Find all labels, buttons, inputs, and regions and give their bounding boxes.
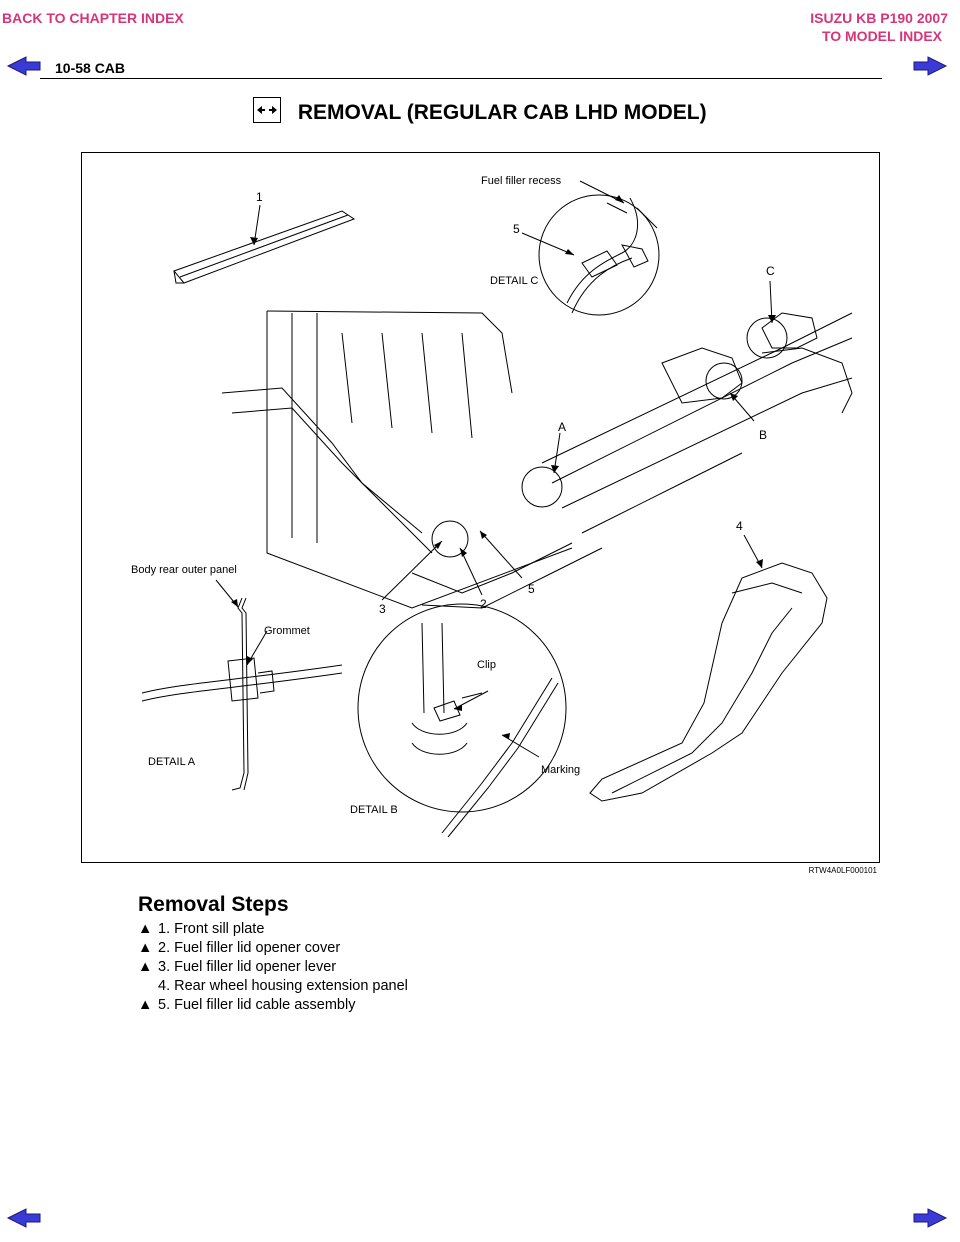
removal-illustration: Fuel filler recess 5 DETAIL C 1 C B A 4 … [81, 152, 880, 863]
detail-a-drawing [141, 597, 343, 791]
step-item: ▲ 1. Front sill plate [138, 921, 264, 937]
step-text: 5. Fuel filler lid cable assembly [158, 997, 356, 1013]
marking-label: Marking [541, 764, 580, 776]
cab-body-drawing [221, 310, 853, 609]
detail-b-label: DETAIL B [350, 804, 398, 816]
step-text: 1. Front sill plate [158, 921, 265, 937]
triangle-marker-icon: ▲ [138, 959, 153, 975]
callout-b: B [759, 428, 767, 442]
callout-4: 4 [736, 519, 743, 533]
triangle-marker-icon: ▲ [138, 921, 153, 937]
body-rear-outer-panel-label: Body rear outer panel [131, 564, 237, 576]
triangle-marker-icon: ▲ [138, 940, 153, 956]
step-text: 2. Fuel filler lid opener cover [158, 940, 341, 956]
section-title-text: REMOVAL (REGULAR CAB LHD MODEL) [297, 101, 707, 124]
leader-arrowheads [231, 195, 776, 739]
step-text: 4. Rear wheel housing extension panel [158, 978, 408, 994]
triangle-marker-icon: ▲ [138, 997, 153, 1013]
next-page-arrow-icon[interactable] [912, 56, 948, 76]
callout-1: 1 [256, 190, 263, 204]
figure-code: RTW4A0LF000101 [808, 866, 877, 875]
model-title-link[interactable]: ISUZU KB P190 2007 [810, 10, 948, 26]
illustration-svg: Fuel filler recess 5 DETAIL C 1 C B A 4 … [131, 175, 853, 838]
previous-page-arrow-icon[interactable] [6, 1208, 42, 1228]
previous-page-arrow-icon[interactable] [6, 56, 42, 76]
detail-b-circle [357, 603, 567, 838]
step-item: ▲ 2. Fuel filler lid opener cover [138, 940, 340, 956]
removal-arrows-icon [253, 97, 282, 123]
wheel-housing-panel-drawing [589, 562, 828, 802]
step-item: ▲ 3. Fuel filler lid opener lever [138, 959, 336, 975]
fuel-filler-recess-label: Fuel filler recess [481, 175, 562, 187]
detail-c-circle [538, 194, 660, 316]
detail-a-label: DETAIL A [148, 756, 196, 768]
page-header-ref: 10-58 CAB [55, 60, 126, 76]
section-title: REMOVAL (REGULAR CAB LHD MODEL) [0, 97, 960, 126]
leader-lines [215, 180, 773, 758]
header-divider [40, 78, 882, 79]
grommet-label: Grommet [264, 625, 310, 637]
callout-2: 2 [480, 597, 487, 611]
detail-c-label: DETAIL C [490, 275, 538, 287]
removal-steps-title: Removal Steps [138, 893, 289, 916]
callout-a: A [558, 420, 566, 434]
callout-5-top: 5 [513, 222, 520, 236]
back-to-chapter-index-link[interactable]: BACK TO CHAPTER INDEX [2, 10, 184, 26]
callout-5-bottom: 5 [528, 582, 535, 596]
step-item: 4. Rear wheel housing extension panel [138, 978, 408, 994]
front-sill-plate-drawing [173, 210, 356, 284]
to-model-index-link[interactable]: TO MODEL INDEX [821, 28, 942, 44]
callout-c: C [766, 264, 775, 278]
step-item: ▲ 5. Fuel filler lid cable assembly [138, 997, 355, 1013]
step-text: 3. Fuel filler lid opener lever [158, 959, 337, 975]
callout-3: 3 [379, 602, 386, 616]
clip-label: Clip [477, 659, 496, 671]
next-page-arrow-icon[interactable] [912, 1208, 948, 1228]
